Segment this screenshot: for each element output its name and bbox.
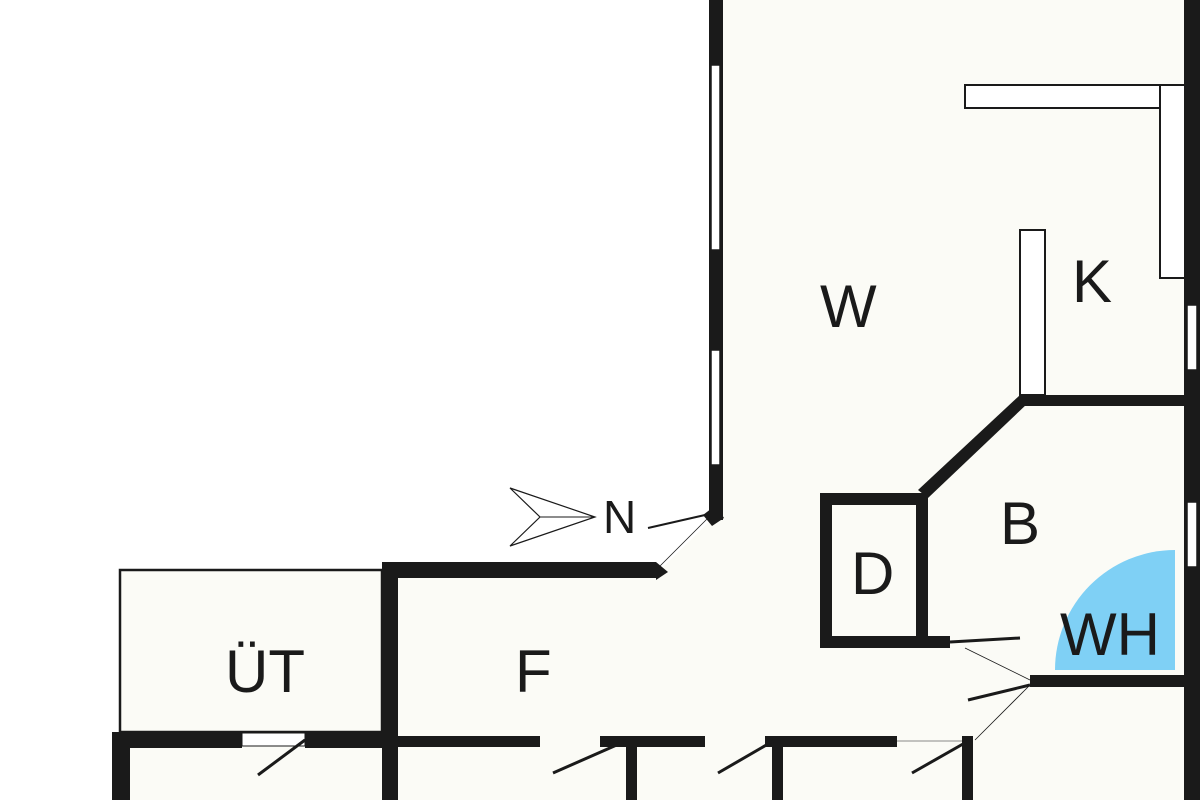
wh-highlight (1055, 550, 1175, 670)
room-label-k: K (1072, 248, 1112, 315)
room-label-d: D (851, 540, 894, 607)
room-label-wh: WH (1060, 601, 1160, 668)
room-label-b: B (1000, 490, 1040, 557)
doors (257, 514, 1031, 777)
compass: N (509, 487, 636, 547)
windows (241, 64, 1198, 747)
room-label-f: F (515, 638, 552, 705)
utility-room-outline (118, 568, 384, 734)
kitchen-counters (964, 84, 1186, 396)
north-label: N (603, 491, 636, 543)
room-label-ut: ÜT (225, 638, 305, 705)
walls (112, 0, 1200, 800)
room-label-w: W (820, 273, 877, 340)
